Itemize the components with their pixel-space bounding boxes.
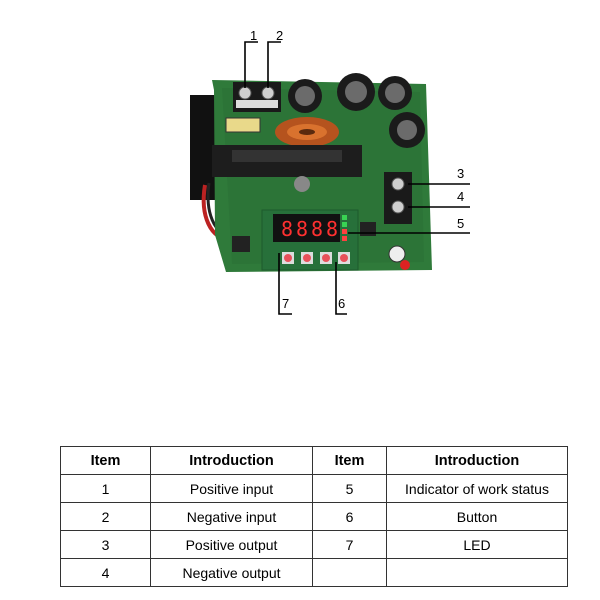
table-row: 3 Positive output 7 LED bbox=[60, 530, 568, 559]
terminal-screw-1 bbox=[238, 86, 252, 100]
table-cell: 4 bbox=[60, 558, 151, 587]
callout-number: 2 bbox=[276, 28, 283, 43]
callout-number: 5 bbox=[457, 216, 464, 231]
status-led bbox=[342, 215, 347, 220]
button-icon bbox=[322, 254, 330, 262]
button-icon bbox=[284, 254, 292, 262]
table-cell: 5 bbox=[312, 474, 387, 503]
table-cell: 3 bbox=[60, 530, 151, 559]
table-cell: 6 bbox=[312, 502, 387, 531]
table-cell: Positive input bbox=[150, 474, 313, 503]
module-diagram: 8 8 8 8 1 2 3 4 5 6 7 bbox=[190, 28, 470, 315]
table-cell: Indicator of work status bbox=[386, 474, 568, 503]
table-cell: Negative output bbox=[150, 558, 313, 587]
input-terminal-block bbox=[233, 82, 281, 112]
table-cell: 1 bbox=[60, 474, 151, 503]
fuse bbox=[225, 117, 261, 133]
table-header: Introduction bbox=[150, 446, 313, 475]
table-header: Item bbox=[312, 446, 387, 475]
callout-number: 4 bbox=[457, 189, 464, 204]
status-led bbox=[342, 236, 347, 241]
table-cell: Positive output bbox=[150, 530, 313, 559]
buttons bbox=[282, 252, 350, 264]
display-digit: 8 bbox=[326, 217, 338, 241]
table-cell bbox=[386, 558, 568, 587]
table-row: 2 Negative input 6 Button bbox=[60, 502, 568, 531]
seven-segment-display bbox=[273, 214, 340, 242]
status-led bbox=[342, 222, 347, 227]
table-cell: Button bbox=[386, 502, 568, 531]
table-header: Item bbox=[60, 446, 151, 475]
capacitors bbox=[288, 73, 425, 148]
button-icon bbox=[303, 254, 311, 262]
table-header-row: Item Introduction Item Introduction bbox=[60, 446, 568, 475]
table-header: Introduction bbox=[386, 446, 568, 475]
inductor bbox=[275, 117, 339, 147]
callout-number: 6 bbox=[338, 296, 345, 311]
callout-number: 7 bbox=[282, 296, 289, 311]
output-terminal-block bbox=[384, 172, 412, 224]
table-cell: LED bbox=[386, 530, 568, 559]
terminal-screw-2 bbox=[261, 86, 275, 100]
table-cell: Negative input bbox=[150, 502, 313, 531]
button-icon bbox=[340, 254, 348, 262]
table-row: 4 Negative output bbox=[60, 558, 568, 587]
table-row: 1 Positive input 5 Indicator of work sta… bbox=[60, 474, 568, 503]
display-digit: 8 bbox=[311, 217, 323, 241]
callout-number: 3 bbox=[457, 166, 464, 181]
table-cell: 2 bbox=[60, 502, 151, 531]
callout-lines bbox=[244, 41, 470, 315]
callout-number: 1 bbox=[250, 28, 257, 43]
table-cell bbox=[312, 558, 387, 587]
terminal-screw-4 bbox=[391, 200, 405, 214]
display-digit: 8 bbox=[296, 217, 308, 241]
display-digit: 8 bbox=[281, 217, 293, 241]
table-cell: 7 bbox=[312, 530, 387, 559]
status-led bbox=[342, 229, 347, 234]
terminal-screw-3 bbox=[391, 177, 405, 191]
legend-table-container: Item Introduction Item Introduction 1 Po… bbox=[60, 446, 568, 587]
legend-table: Item Introduction Item Introduction 1 Po… bbox=[60, 446, 568, 587]
